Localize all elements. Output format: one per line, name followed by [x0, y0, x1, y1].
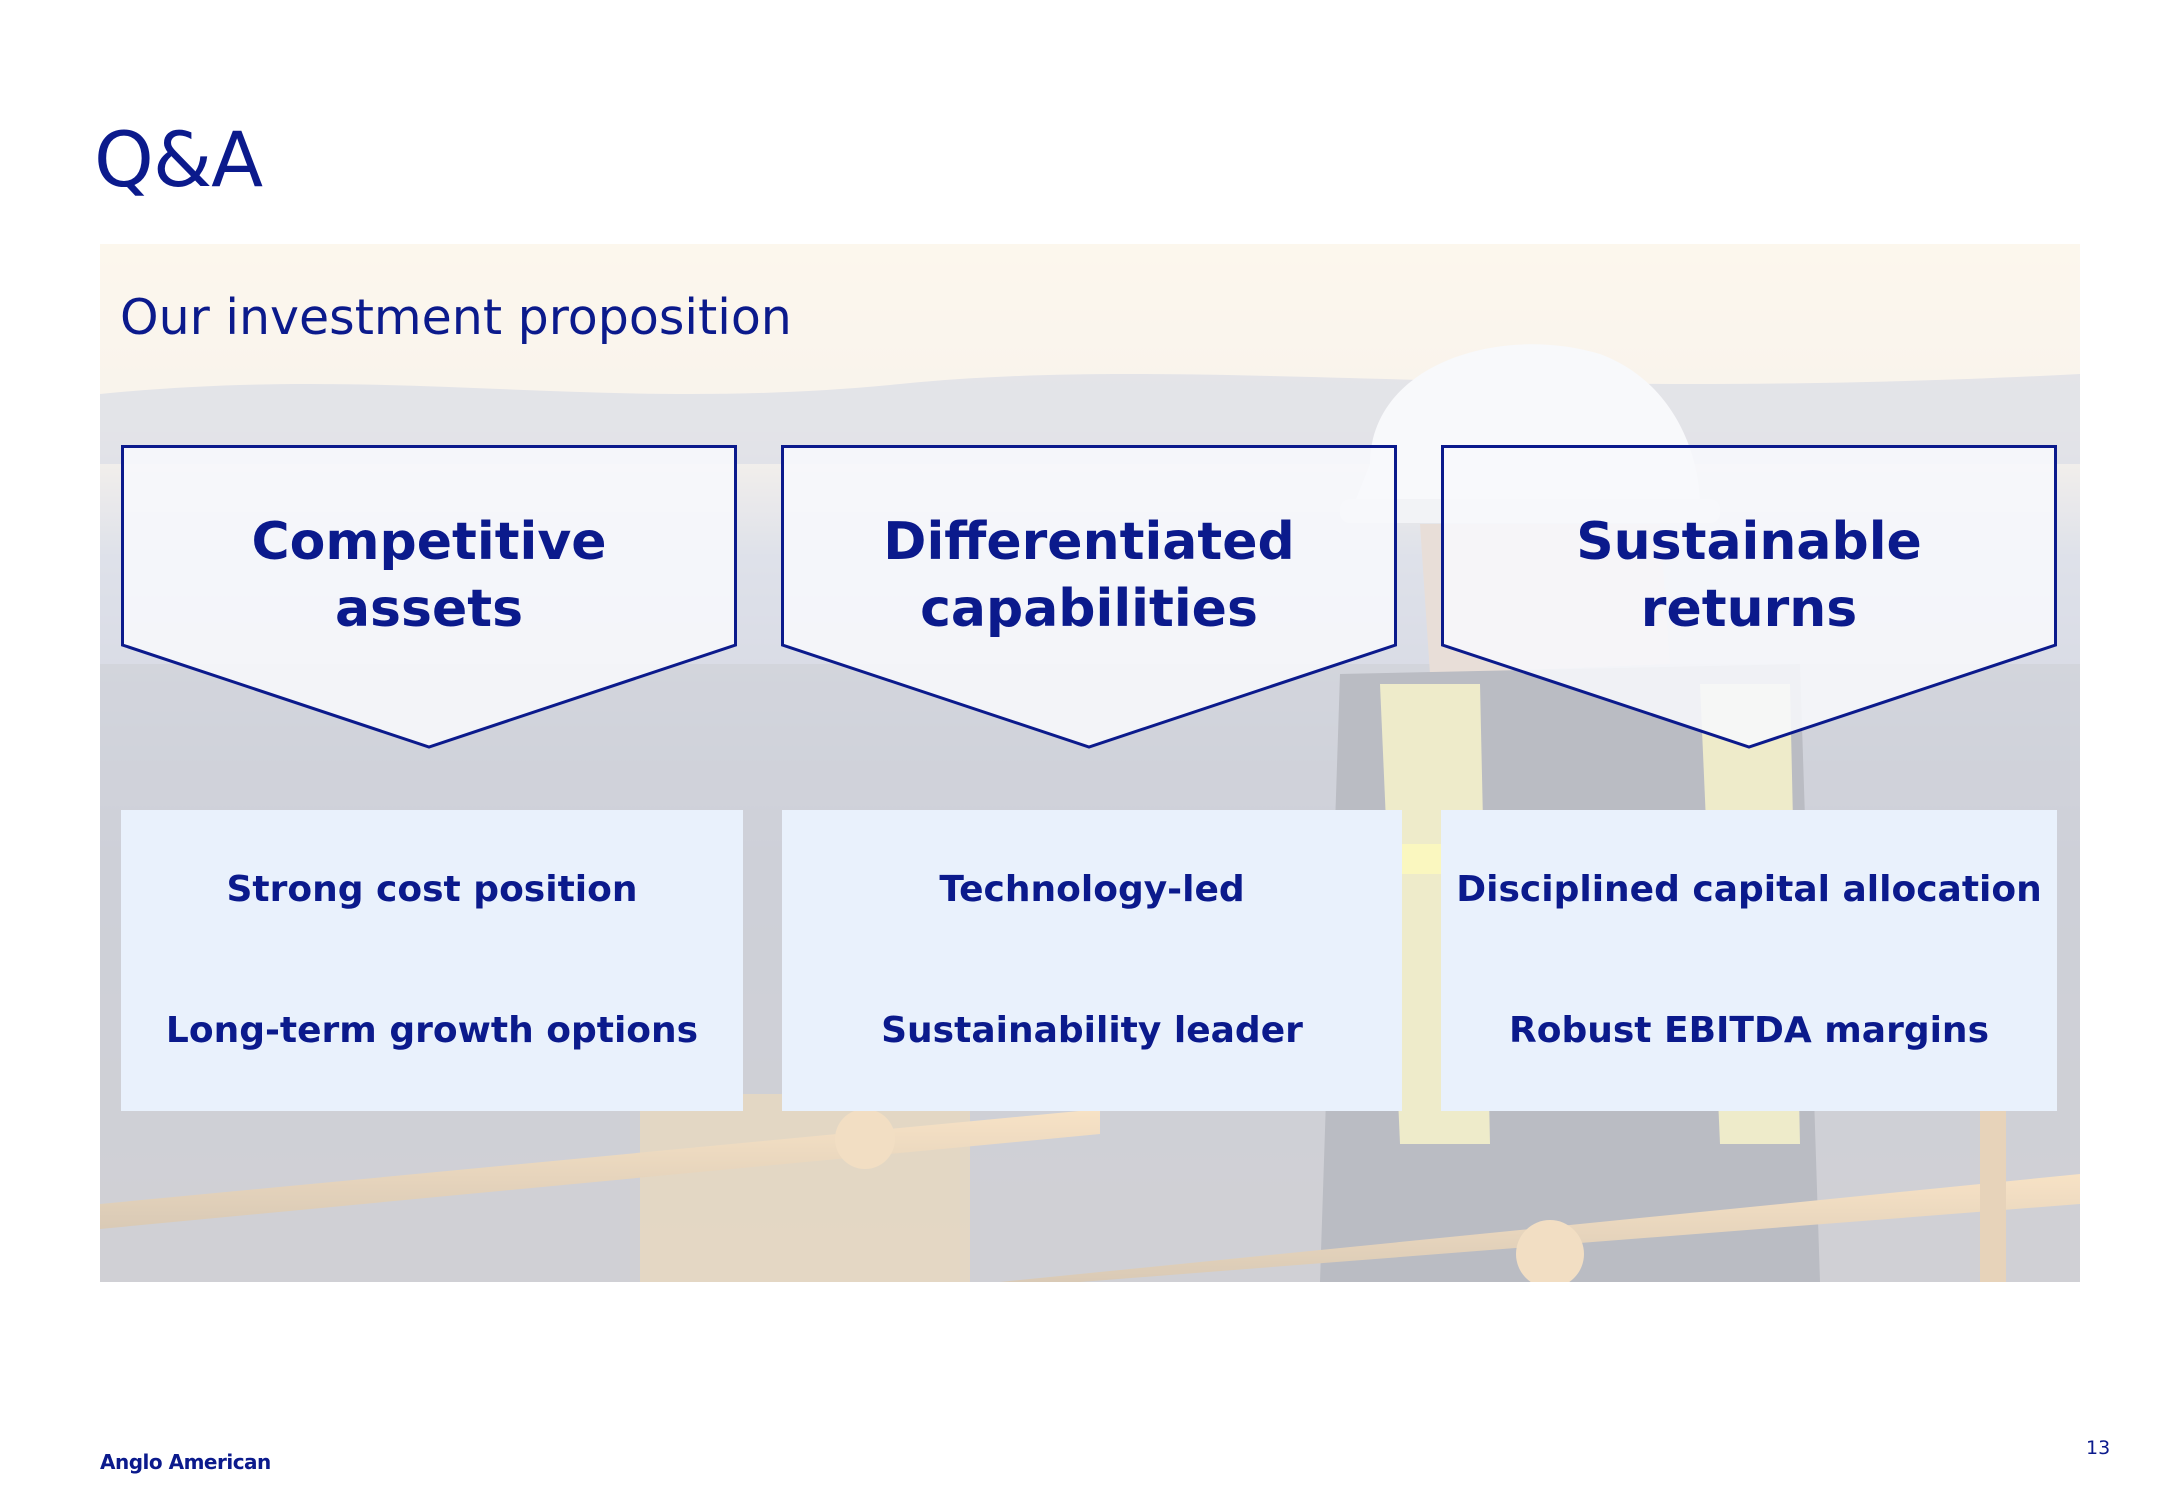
pillar-chevron-sustainable-returns: Sustainable returns: [1441, 445, 2057, 749]
pillar-chevron-competitive-assets: Competitive assets: [121, 445, 737, 749]
section-title: Our investment proposition: [120, 289, 792, 346]
pillar-point: Disciplined capital allocation: [1456, 869, 2042, 910]
company-logo: Anglo American: [100, 1450, 271, 1474]
pillar-heading-line: Differentiated: [883, 512, 1295, 572]
pillar-point: Sustainability leader: [881, 1010, 1303, 1051]
background-photo: [100, 244, 2080, 1282]
pillar-points-box: Disciplined capital allocation Robust EB…: [1441, 810, 2057, 1111]
pillar-heading-line: capabilities: [920, 579, 1258, 639]
chevron-shape: [781, 445, 1397, 749]
pillar-points-box: Strong cost position Long-term growth op…: [121, 810, 743, 1111]
pillar-point: Strong cost position: [226, 869, 638, 910]
chevron-shape: [121, 445, 737, 749]
pillar-point: Technology-led: [939, 869, 1245, 910]
photo-overlay: [100, 244, 2080, 1282]
pillar-heading-line: returns: [1640, 579, 1858, 639]
pillar-heading: Competitive assets: [121, 509, 737, 643]
page-number: 13: [2086, 1437, 2111, 1459]
pillar-heading-line: assets: [334, 579, 524, 639]
pillar-chevron-differentiated-capabilities: Differentiated capabilities: [781, 445, 1397, 749]
pillar-point: Long-term growth options: [165, 1010, 699, 1051]
page-title: Q&A: [94, 115, 263, 204]
pillar-points-box: Technology-led Sustainability leader: [782, 810, 1402, 1111]
pillar-heading: Sustainable returns: [1441, 509, 2057, 643]
pillar-heading-line: Competitive: [251, 512, 607, 572]
chevron-shape: [1441, 445, 2057, 749]
pillar-heading: Differentiated capabilities: [781, 509, 1397, 643]
pillar-heading-line: Sustainable: [1576, 512, 1922, 572]
pillar-point: Robust EBITDA margins: [1508, 1010, 1989, 1051]
